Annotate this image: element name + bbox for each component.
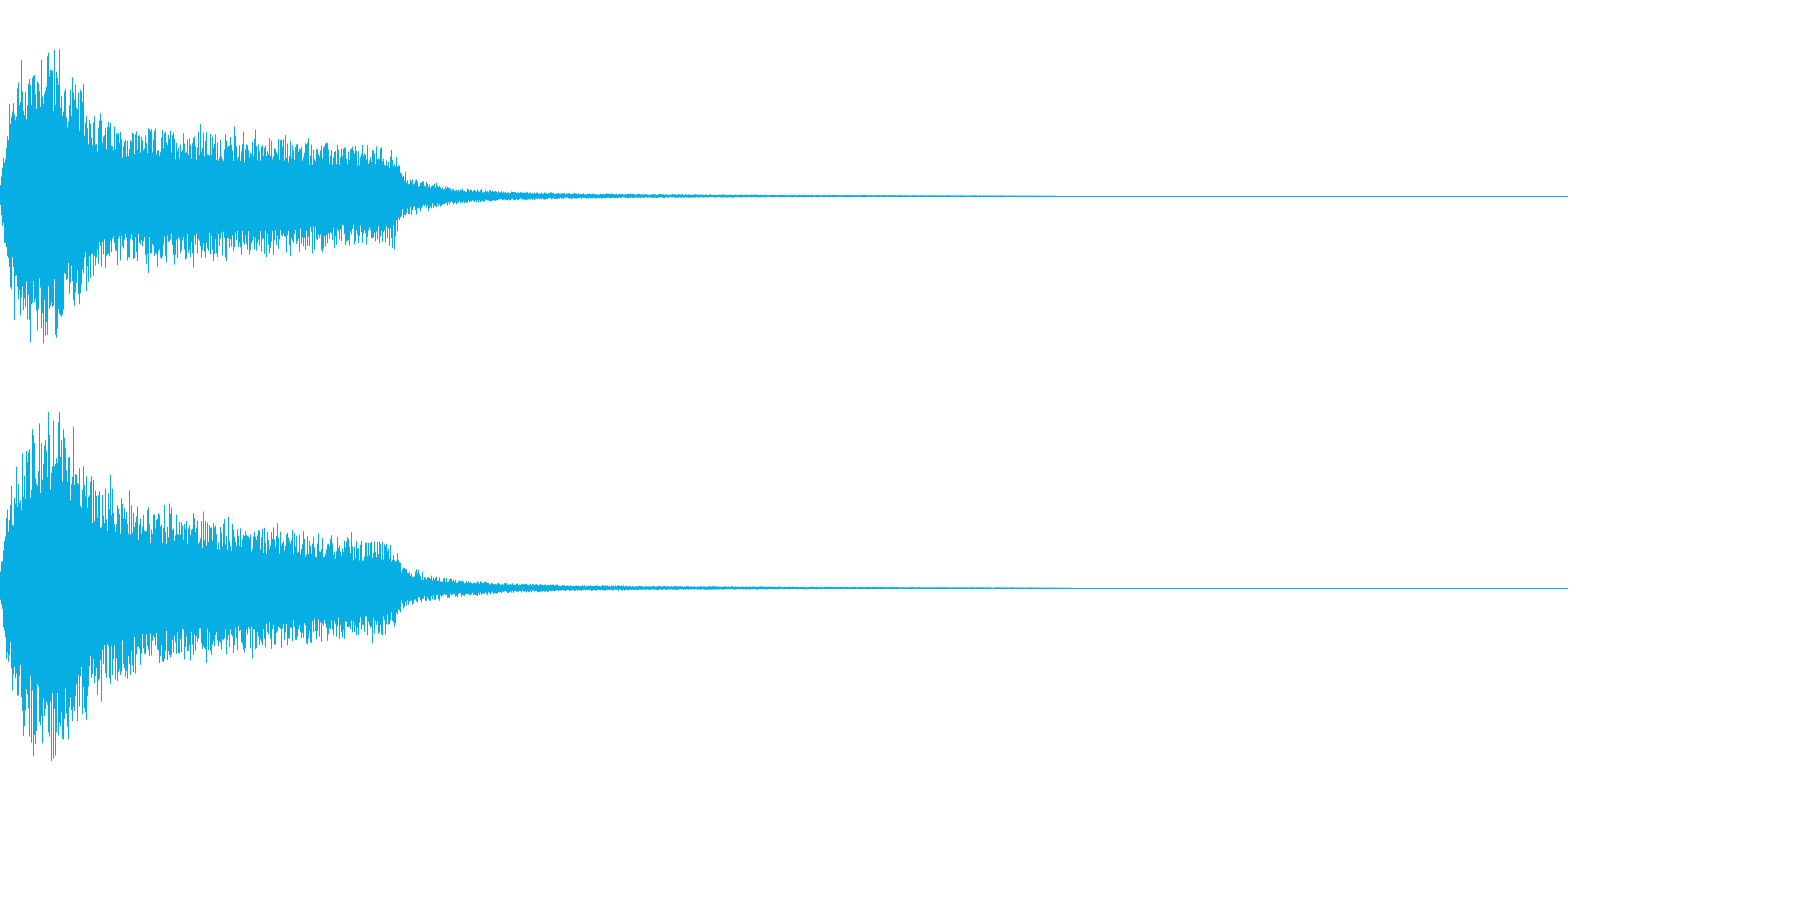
waveform-body	[0, 106, 555, 286]
channel-2-waveform	[0, 412, 1568, 761]
waveform-body	[0, 491, 555, 685]
waveform-canvas	[0, 49, 1568, 761]
channel-1-waveform	[0, 49, 1568, 344]
waveform-view	[0, 49, 1568, 761]
